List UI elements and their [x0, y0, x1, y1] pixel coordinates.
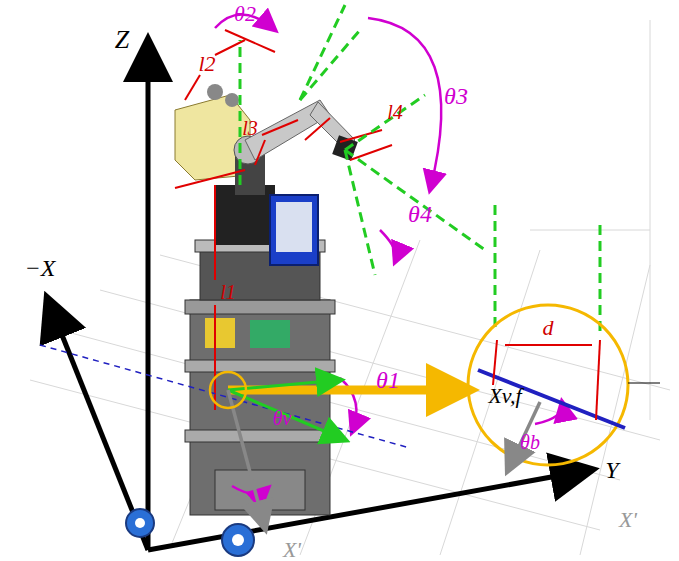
axis-label: Z — [115, 27, 129, 53]
link-label: l3 — [242, 118, 258, 138]
axis-label: −X — [25, 256, 56, 280]
link-label: l4 — [387, 102, 403, 122]
axis-label: Y — [605, 458, 618, 482]
axis-label: Xv,f — [488, 385, 521, 407]
link-label: l1 — [220, 282, 236, 302]
angle-label: θ2 — [234, 3, 256, 25]
angle-label: θ4 — [408, 202, 432, 226]
angle-label: θv — [273, 408, 292, 428]
axis-label: X' — [619, 509, 637, 531]
angle-label: θb — [520, 432, 540, 452]
angle-label: θ3 — [444, 84, 468, 108]
axis-label: X' — [283, 539, 301, 561]
dimension-label: d — [543, 317, 554, 339]
link-label: l2 — [198, 53, 215, 75]
angle-label: θ1 — [376, 368, 400, 392]
